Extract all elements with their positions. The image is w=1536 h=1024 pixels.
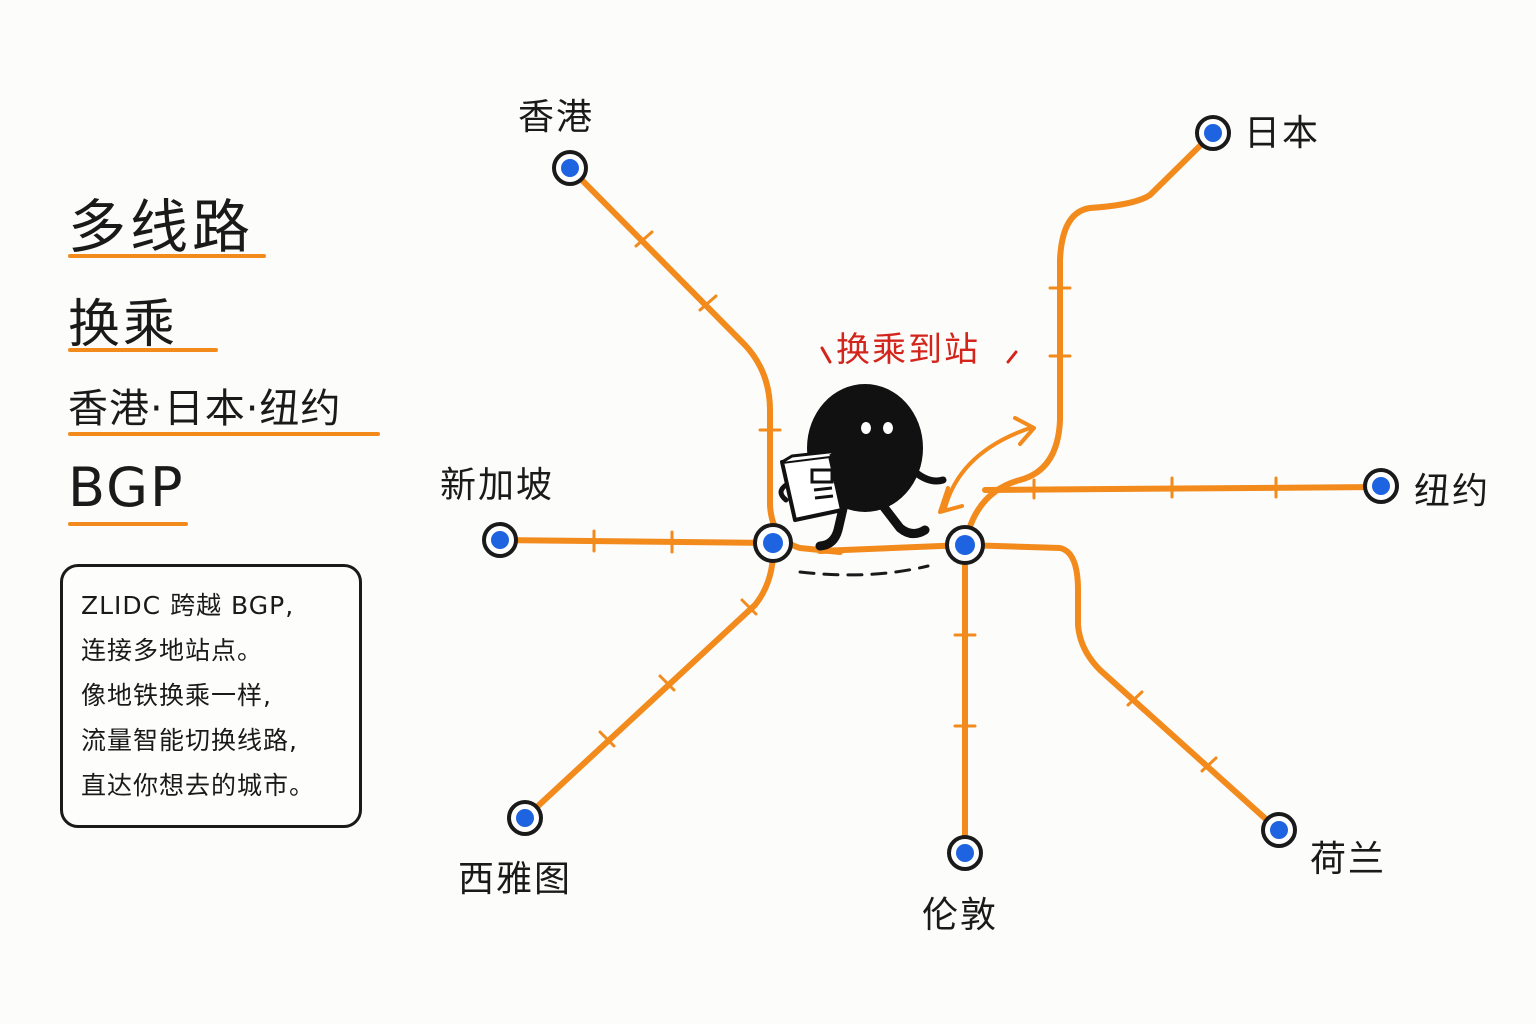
- title-bgp: BGP: [68, 456, 188, 526]
- station-hub-east[interactable]: [945, 525, 985, 565]
- tick: [598, 730, 616, 748]
- title-underline-3: [68, 432, 380, 436]
- description-box: ZLIDC 跨越 BGP, 连接多地站点。 像地铁换乘一样, 流量智能切换线路,…: [60, 564, 362, 828]
- station-london[interactable]: [947, 835, 983, 871]
- city-label-netherlands: 荷兰: [1310, 839, 1387, 880]
- line-ticks: [592, 230, 1278, 773]
- tick: [1126, 690, 1144, 707]
- title-line-1: 多线路: [68, 193, 255, 261]
- title-underline-1: [68, 254, 266, 258]
- description-line: 流量智能切换线路,: [81, 726, 298, 755]
- city-label-london: 伦敦: [922, 895, 999, 936]
- line-newyork: [982, 484, 1383, 493]
- transfer-arrows-icon: [938, 416, 1036, 514]
- title-underline-2: [68, 348, 218, 352]
- title-transfer: 换乘: [68, 282, 218, 357]
- station-hongkong[interactable]: [552, 150, 588, 186]
- station-newyork[interactable]: [1363, 468, 1399, 504]
- station-hub-west[interactable]: [753, 523, 793, 563]
- title-regions: 香港·日本·纽约: [68, 376, 380, 436]
- line-transfer: [817, 542, 968, 554]
- tick: [698, 294, 718, 312]
- title-line-3: 香港·日本·纽约: [68, 386, 342, 432]
- stations: [482, 115, 1399, 871]
- city-label-japan: 日本: [1244, 113, 1321, 154]
- station-netherlands[interactable]: [1261, 812, 1297, 848]
- station-japan[interactable]: [1195, 115, 1231, 151]
- title-underline-4: [68, 522, 188, 526]
- tick: [740, 598, 758, 616]
- metro-lines: [497, 130, 1383, 856]
- tick: [634, 230, 654, 248]
- server-box-icon: [778, 449, 844, 522]
- ground-dash: [798, 564, 930, 577]
- tick: [658, 674, 676, 692]
- city-label-newyork: 纽约: [1414, 471, 1491, 512]
- description-line: ZLIDC 跨越 BGP,: [81, 591, 295, 620]
- title-line-4: BGP: [68, 456, 185, 519]
- tick: [1200, 756, 1218, 773]
- line-seattle: [522, 540, 777, 821]
- line-netherlands: [962, 542, 1281, 833]
- title-multi-line: 多线路: [68, 180, 266, 264]
- callout-marks: [820, 346, 1018, 364]
- line-japan: [962, 130, 1216, 548]
- line-singapore: [497, 537, 776, 546]
- station-singapore[interactable]: [482, 522, 518, 558]
- description-line: 连接多地站点。: [81, 636, 264, 665]
- city-label-singapore: 新加坡: [440, 465, 555, 506]
- title-line-2: 换乘: [68, 295, 179, 355]
- station-seattle[interactable]: [507, 800, 543, 836]
- description-line: 直达你想去的城市。: [81, 771, 316, 800]
- city-label-hongkong: 香港: [518, 97, 595, 138]
- description-line: 像地铁换乘一样,: [81, 681, 272, 710]
- transfer-callout: 换乘到站: [836, 330, 980, 370]
- city-label-seattle: 西雅图: [458, 859, 573, 900]
